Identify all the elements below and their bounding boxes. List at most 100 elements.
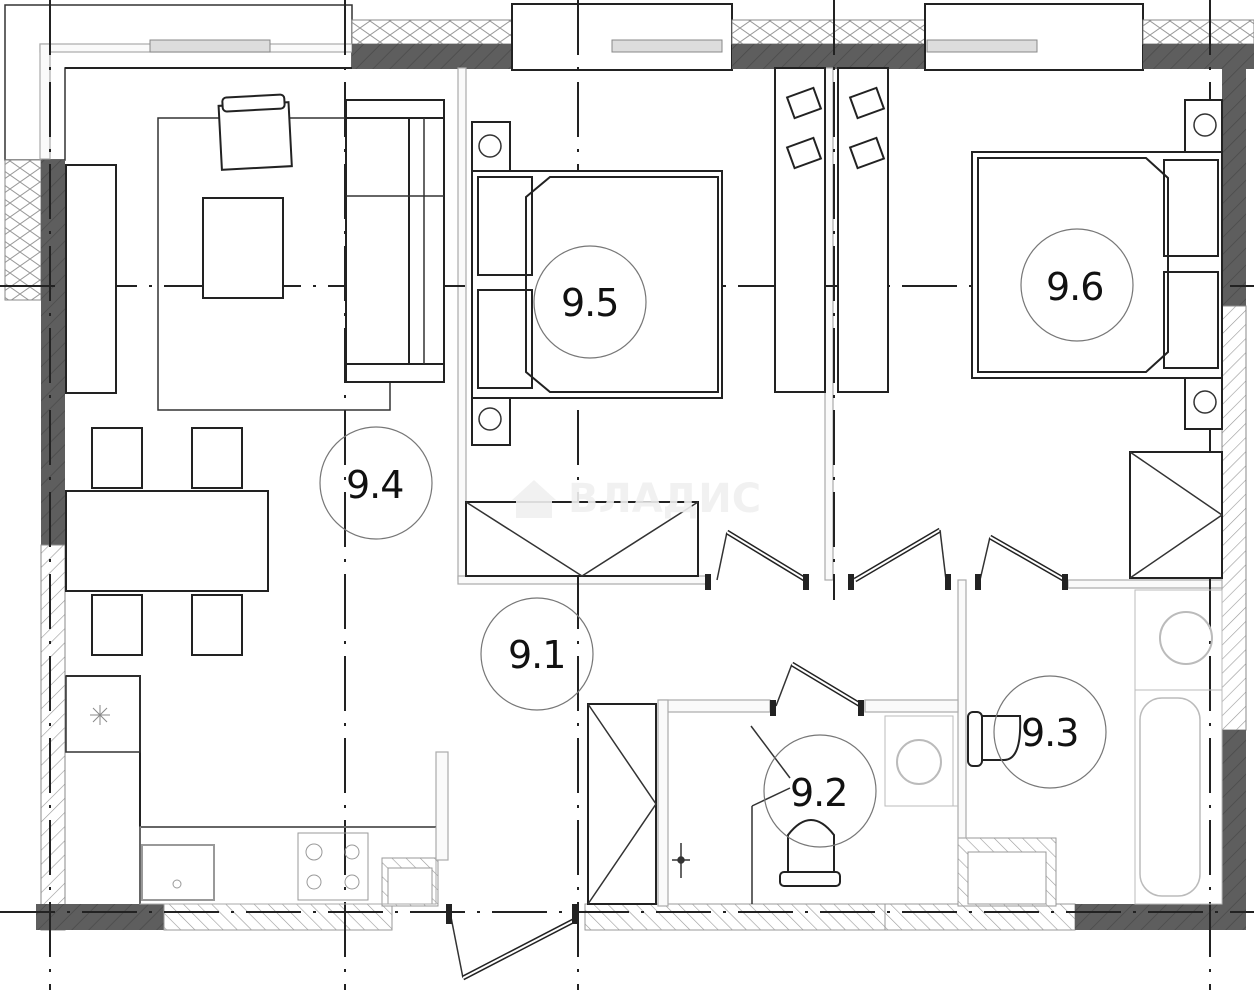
- room-tag-9-6: 9.6: [1020, 228, 1134, 342]
- toilet: [967, 711, 1022, 767]
- structural-wall-top-1: [352, 44, 512, 69]
- burner-icon: [344, 844, 360, 860]
- double-bed: [971, 151, 1223, 379]
- wardrobe-door-mark: [465, 501, 699, 577]
- partition-bath-left: [957, 579, 967, 839]
- dining-chair: [191, 594, 243, 656]
- lamp-icon: [1193, 113, 1217, 137]
- bathtub: [1139, 697, 1201, 897]
- living-furniture: [65, 93, 445, 905]
- structural-wall-bottom-5: [1075, 904, 1246, 930]
- structural-wall-left-1: [41, 160, 65, 545]
- faucet-icon: [172, 879, 182, 889]
- partition-bedroom1-bottom: [457, 575, 709, 585]
- hanger-icon: [785, 136, 823, 170]
- window-top-left: [149, 39, 271, 53]
- bedroom-2-furniture: [837, 67, 1224, 579]
- bath-sink: [1159, 611, 1213, 665]
- coffee-table: [202, 197, 284, 299]
- doors: [446, 527, 1068, 981]
- window-bay-1: [511, 3, 733, 71]
- window-sash-1: [611, 39, 723, 53]
- dining-chair: [91, 427, 143, 489]
- dining-table: [65, 490, 269, 592]
- sink: [141, 844, 215, 901]
- countertop: [139, 826, 437, 905]
- hanger-icon: [848, 136, 886, 170]
- house-logo-icon: [512, 480, 556, 518]
- wardrobe-door-mark: [587, 703, 657, 905]
- room-label: 9.5: [561, 281, 618, 325]
- partition-bedroom1-left: [457, 67, 467, 581]
- room-tag-9-5: 9.5: [533, 245, 647, 359]
- door-jambs: [446, 574, 1068, 924]
- cooktop: [297, 832, 369, 901]
- partition-bedroom2-bottom: [1067, 579, 1223, 589]
- burner-icon: [306, 874, 322, 890]
- wardrobe-door-mark: [1129, 451, 1224, 579]
- lamp-icon: [478, 407, 502, 431]
- insulation-top-1: [351, 19, 513, 45]
- pillow: [477, 289, 533, 389]
- shaft-bathroom-inner: [967, 851, 1047, 905]
- entrance-door: [449, 911, 577, 981]
- partition-bedrooms: [824, 67, 834, 581]
- wall-left-2: [40, 544, 66, 931]
- lamp-icon: [1193, 390, 1217, 414]
- fridge-icon: [90, 705, 110, 725]
- door-bedroom2a: [853, 527, 947, 583]
- hanger-icon: [785, 86, 823, 120]
- burner-icon: [344, 874, 360, 890]
- insulation-left: [4, 159, 42, 301]
- room-label: 9.1: [508, 633, 565, 677]
- door-bedroom1: [716, 529, 808, 583]
- bath-sink-area: [1134, 589, 1223, 691]
- partitions: [435, 67, 1223, 907]
- kitchen-counter-outline: [66, 675, 436, 904]
- balcony-glazing-left: [39, 43, 51, 160]
- wall-bottom-3: [584, 903, 886, 931]
- sofa: [345, 99, 445, 383]
- dining-chair: [191, 427, 243, 489]
- wardrobe: [774, 67, 826, 393]
- room-tag-9-3: 9.3: [993, 675, 1107, 789]
- armchair: [217, 93, 293, 171]
- room-tag-9-1: 9.1: [480, 597, 594, 711]
- door-wc: [775, 661, 864, 709]
- structural-wall-top-2: [732, 44, 927, 69]
- light-switch-icon: [672, 843, 690, 878]
- bathtub-frame: [1134, 689, 1223, 905]
- partition-wc-top-1: [659, 699, 771, 713]
- nightstand: [471, 394, 511, 446]
- watermark: ВЛАДИС: [512, 476, 761, 522]
- hanger-icon: [848, 86, 886, 120]
- wc-sink: [896, 739, 942, 785]
- room-label: 9.4: [346, 463, 403, 507]
- window-sash-2: [926, 39, 1038, 53]
- window-bay-2: [924, 3, 1144, 71]
- partition-wc-left: [657, 699, 669, 907]
- nightstand: [471, 121, 511, 173]
- wardrobe-bedroom1: [465, 501, 699, 577]
- lamp-icon: [478, 134, 502, 158]
- wardrobe-bedroom2: [1129, 451, 1223, 579]
- room-label: 9.6: [1046, 265, 1103, 309]
- balcony-frame: [4, 4, 353, 161]
- partition-kitchen-stub: [435, 751, 449, 861]
- toilet: [779, 819, 841, 887]
- room-tag-9-2: 9.2: [763, 734, 877, 848]
- partition-wc-top-2: [864, 699, 959, 713]
- door-bathroom: [979, 534, 1067, 583]
- shaft-kitchen-inner: [387, 867, 433, 905]
- pillow: [1163, 159, 1219, 257]
- room-label: 9.3: [1021, 711, 1078, 755]
- hall-wardrobe: [587, 703, 657, 905]
- burner-icon: [305, 843, 323, 861]
- insulation-top-3: [1142, 19, 1254, 45]
- wardrobe: [837, 67, 889, 393]
- hall-wet-areas: [587, 589, 1223, 905]
- structural-wall-bottom-1: [36, 904, 164, 930]
- wall-bottom-2: [163, 903, 393, 931]
- wall-right-2: [1221, 305, 1247, 731]
